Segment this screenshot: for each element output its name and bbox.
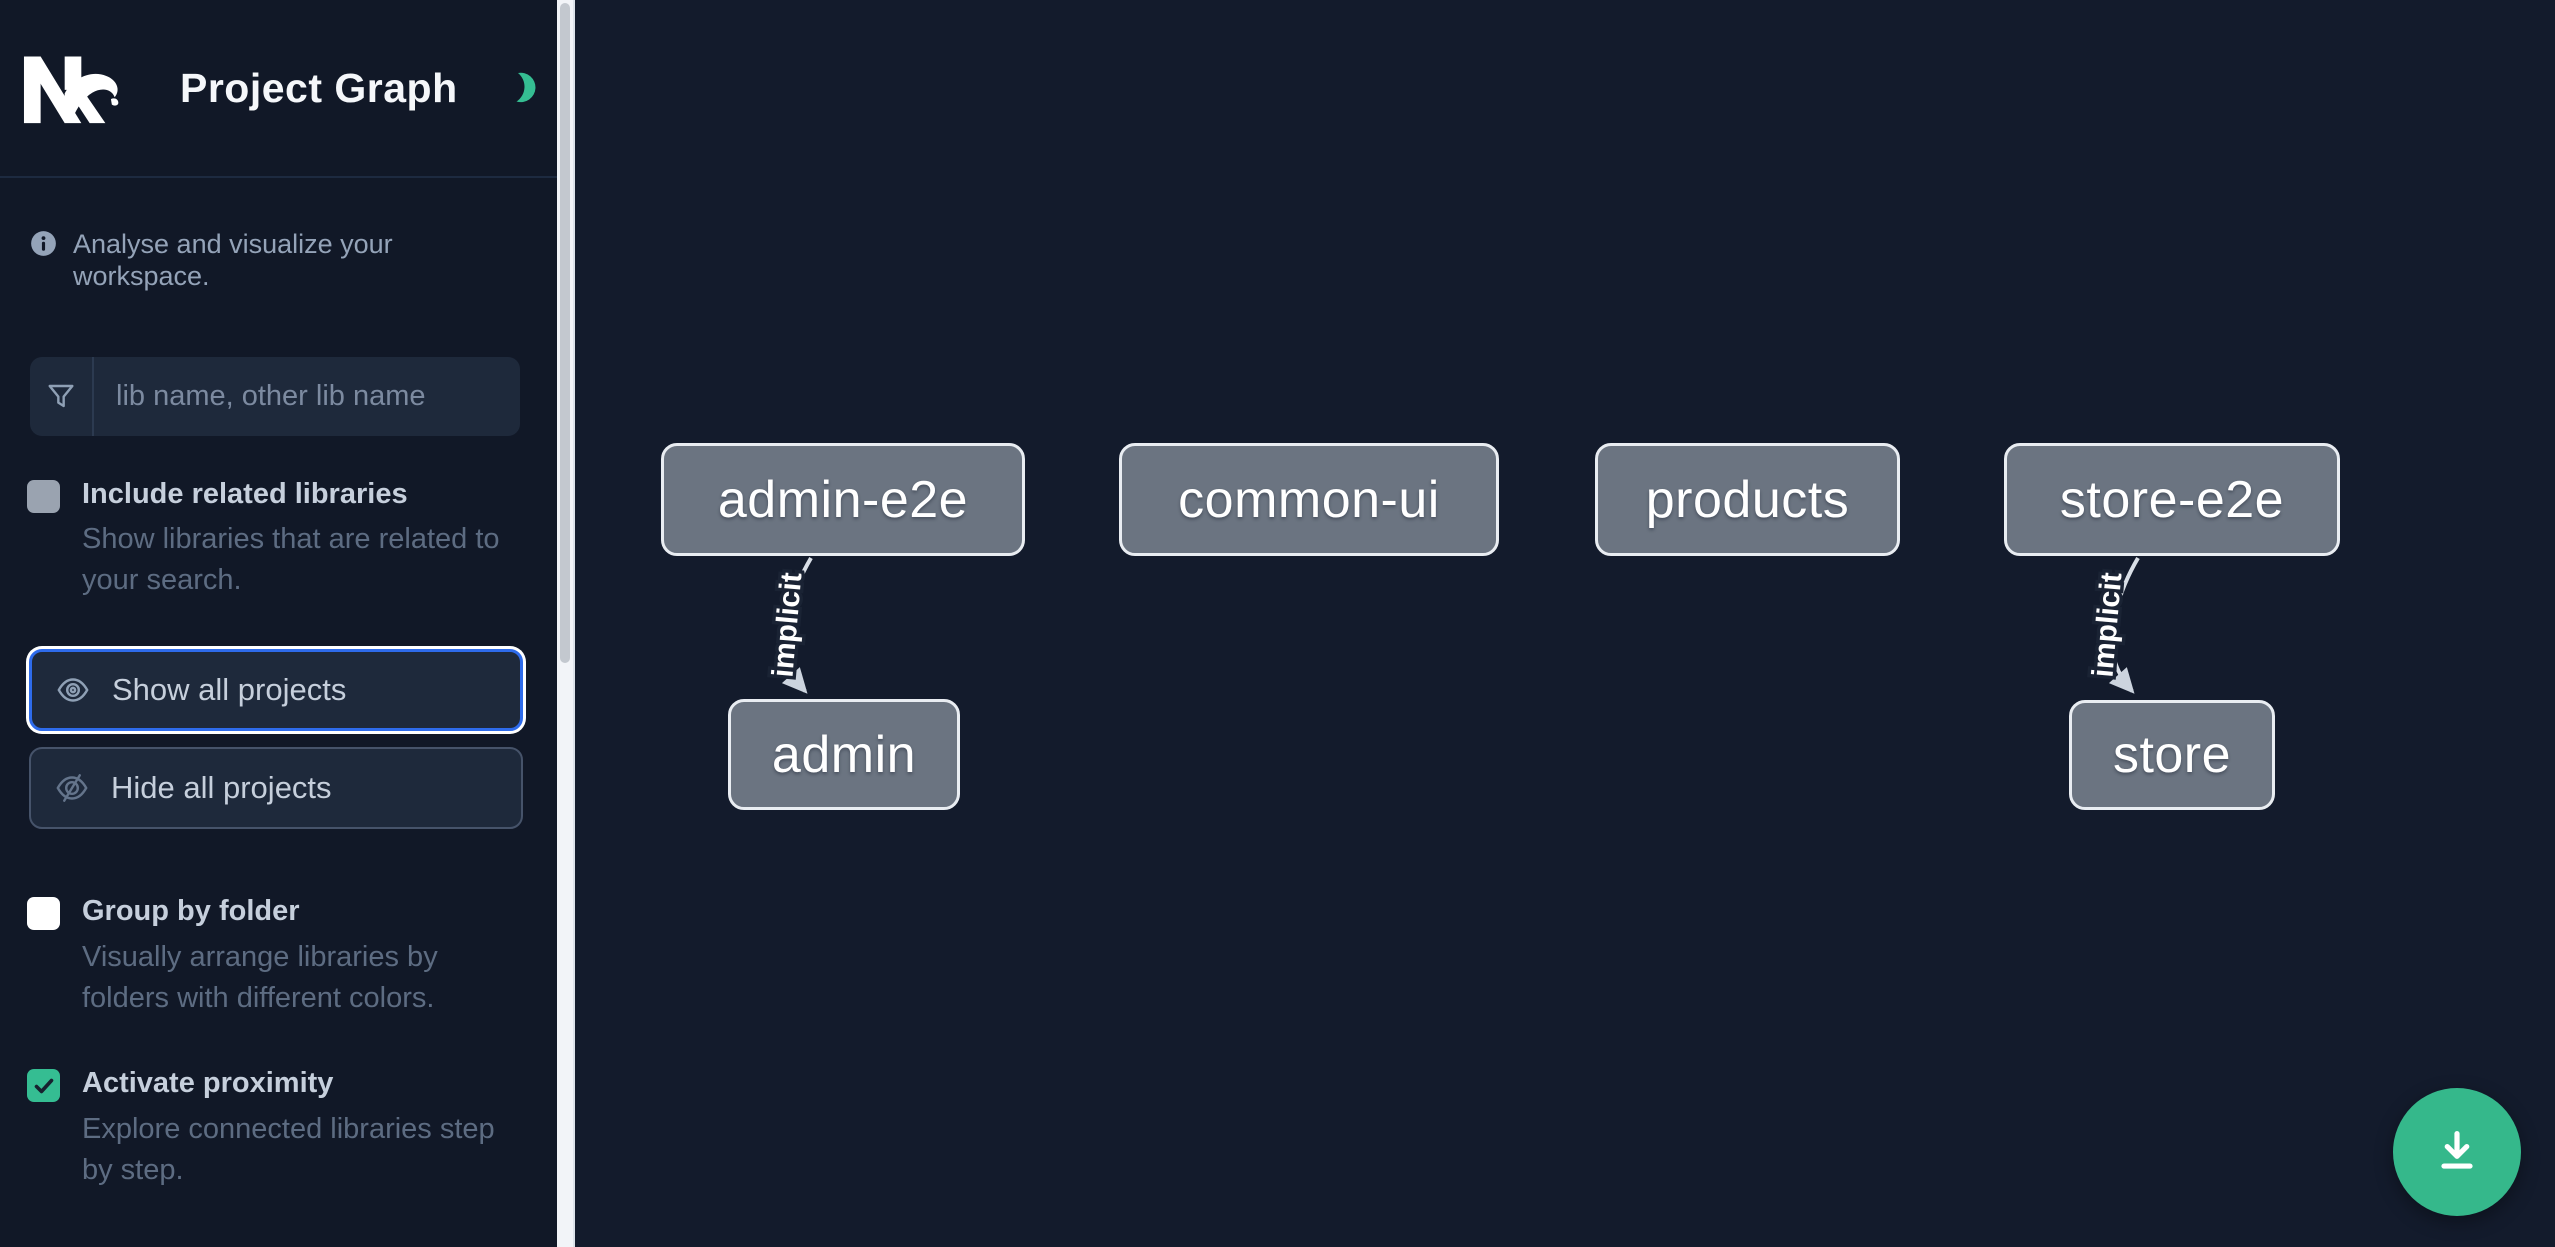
hide-all-projects-button[interactable]: Hide all projects [29, 747, 523, 830]
download-image-button[interactable] [2393, 1088, 2521, 1216]
tagline: Analyse and visualize your workspace. [73, 229, 393, 292]
eye-off-icon [56, 774, 88, 803]
edge-label-implicit-1: implicit [766, 571, 808, 679]
option-group-by-folder: Group by folder Visually arrange librari… [27, 895, 527, 1019]
include-related-checkbox[interactable] [27, 479, 60, 513]
download-icon [2441, 1130, 2473, 1169]
sidebar-scrollbar-thumb[interactable] [560, 3, 570, 663]
eye-icon [57, 678, 89, 703]
show-all-projects-button[interactable]: Show all projects [29, 649, 523, 732]
option-include-related: Include related libraries Show libraries… [27, 478, 527, 602]
option-activate-proximity: Activate proximity Explore connected lib… [27, 1067, 527, 1191]
graph-edges-layer: implicit implicit [763, 556, 2140, 694]
show-all-projects-label: Show all projects [112, 672, 347, 708]
search-input[interactable] [94, 356, 520, 436]
workspace-info-row: Analyse and visualize your workspace. [30, 228, 527, 293]
include-related-description: Show libraries that are related to your … [82, 523, 500, 597]
edge-admin-e2e-to-admin [781, 556, 813, 694]
graph-node-store[interactable]: store [2069, 700, 2275, 810]
sidebar: Project Graph Analyse and visualize your… [0, 0, 557, 1247]
activate-proximity-description: Explore connected libraries step by step… [82, 1112, 495, 1186]
activate-proximity-checkbox[interactable] [27, 1069, 60, 1103]
include-related-label[interactable]: Include related libraries [82, 477, 408, 510]
sidebar-scrollbar-track [557, 0, 575, 1247]
nx-logo [23, 56, 119, 124]
filter-funnel-icon [48, 385, 74, 408]
graph-node-products[interactable]: products [1595, 443, 1900, 556]
moon-icon [516, 72, 536, 103]
edge-store-e2e-to-store [2108, 556, 2140, 694]
group-by-folder-checkbox[interactable] [27, 897, 60, 931]
graph-node-admin[interactable]: admin [728, 699, 960, 810]
info-icon [31, 231, 56, 256]
edge-label-implicit-2: implicit [2086, 571, 2128, 679]
graph-canvas[interactable]: implicit implicit admin-e2e common-ui pr… [575, 0, 2555, 1247]
graph-node-common-ui[interactable]: common-ui [1119, 443, 1499, 556]
hide-all-projects-label: Hide all projects [111, 770, 332, 806]
graph-node-admin-e2e[interactable]: admin-e2e [661, 443, 1025, 556]
activate-proximity-label[interactable]: Activate proximity [82, 1067, 334, 1100]
group-by-folder-description: Visually arrange libraries by folders wi… [82, 940, 438, 1014]
search-icon-cell [30, 356, 94, 436]
theme-toggle-button[interactable] [504, 68, 544, 108]
search-box [30, 356, 520, 436]
graph-node-store-e2e[interactable]: store-e2e [2004, 443, 2340, 556]
page-title: Project Graph [180, 64, 458, 111]
sidebar-header: Project Graph [0, 0, 557, 178]
checkmark-icon [34, 1078, 53, 1093]
group-by-folder-label[interactable]: Group by folder [82, 895, 300, 928]
